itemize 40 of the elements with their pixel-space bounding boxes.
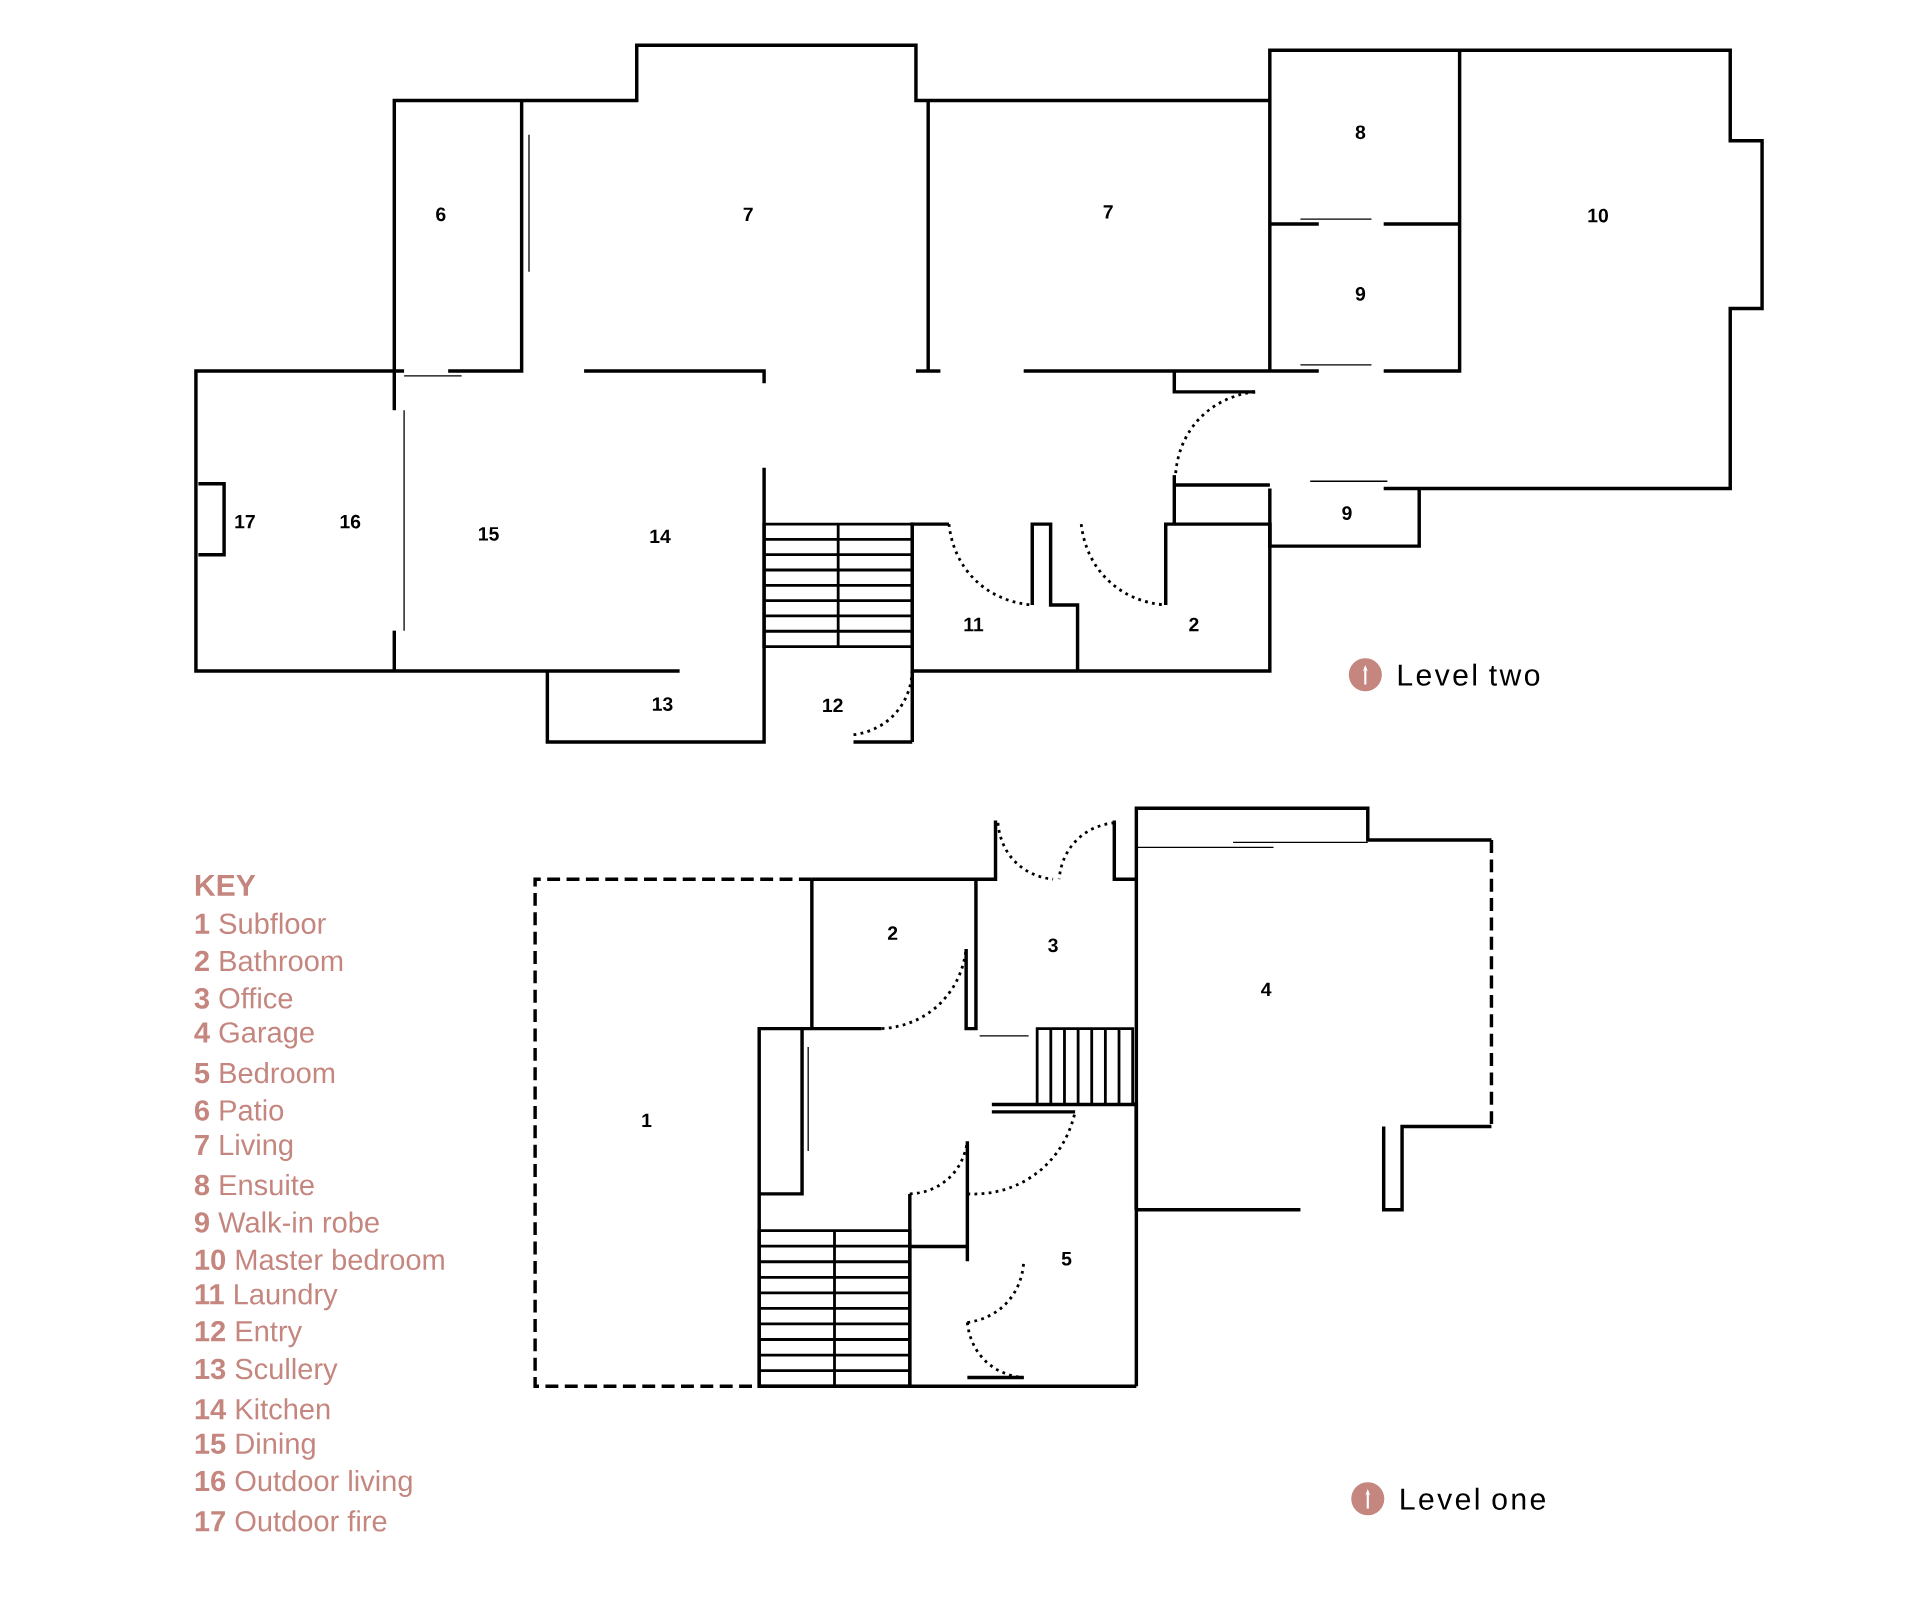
- room-number: 4: [1261, 982, 1272, 996]
- room-number: 10: [1588, 208, 1608, 223]
- key-entry: 3 Office: [194, 987, 293, 1009]
- key-entry: 8 Ensuite: [194, 1173, 314, 1196]
- key-entry: 2 Bathroom: [194, 949, 343, 972]
- level-label: Level one: [1401, 1487, 1545, 1510]
- key-entry: 9 Walk-in robe: [194, 1211, 379, 1233]
- key-entry: 14 Kitchen: [195, 1397, 330, 1420]
- room-number: 9: [1355, 286, 1366, 301]
- key-entry: 5 Bedroom: [194, 1061, 335, 1084]
- key-entry: 4 Garage: [194, 1021, 314, 1049]
- key-entry: 6 Patio: [195, 1099, 284, 1121]
- key-entry: 12 Entry: [195, 1320, 303, 1348]
- room-number: 16: [340, 514, 361, 529]
- key-entry: 15 Dining: [195, 1432, 315, 1460]
- room-number: 6: [436, 207, 446, 221]
- room-number: 3: [1048, 938, 1058, 952]
- room-number: 11: [964, 617, 984, 631]
- room-number: 8: [1355, 125, 1366, 139]
- room-number: 12: [823, 698, 843, 712]
- room-number: 7: [1103, 205, 1113, 219]
- room-number: 7: [743, 207, 753, 221]
- key-heading: KEY: [195, 874, 256, 896]
- key-entry: 11 Laundry: [195, 1283, 338, 1311]
- room-number: 13: [652, 697, 673, 711]
- room-number: 2: [887, 926, 898, 940]
- room-number: 1: [642, 1113, 652, 1127]
- level-label: Level two: [1398, 663, 1540, 686]
- key-entry: 13 Scullery: [195, 1357, 338, 1385]
- key-entry: 1 Subfloor: [195, 912, 326, 934]
- room-number: 15: [479, 526, 499, 541]
- key-entry: 17 Outdoor fire: [195, 1509, 387, 1532]
- key-entry: 16 Outdoor living: [195, 1469, 412, 1497]
- room-number: 2: [1189, 617, 1199, 632]
- room-number: 9: [1342, 506, 1352, 520]
- key-entry: 7 Living: [195, 1133, 293, 1161]
- room-number: 17: [235, 514, 255, 529]
- key-entry: 10 Master bedroom: [195, 1248, 444, 1270]
- room-number: 5: [1061, 1251, 1072, 1266]
- room-number: 14: [650, 529, 671, 543]
